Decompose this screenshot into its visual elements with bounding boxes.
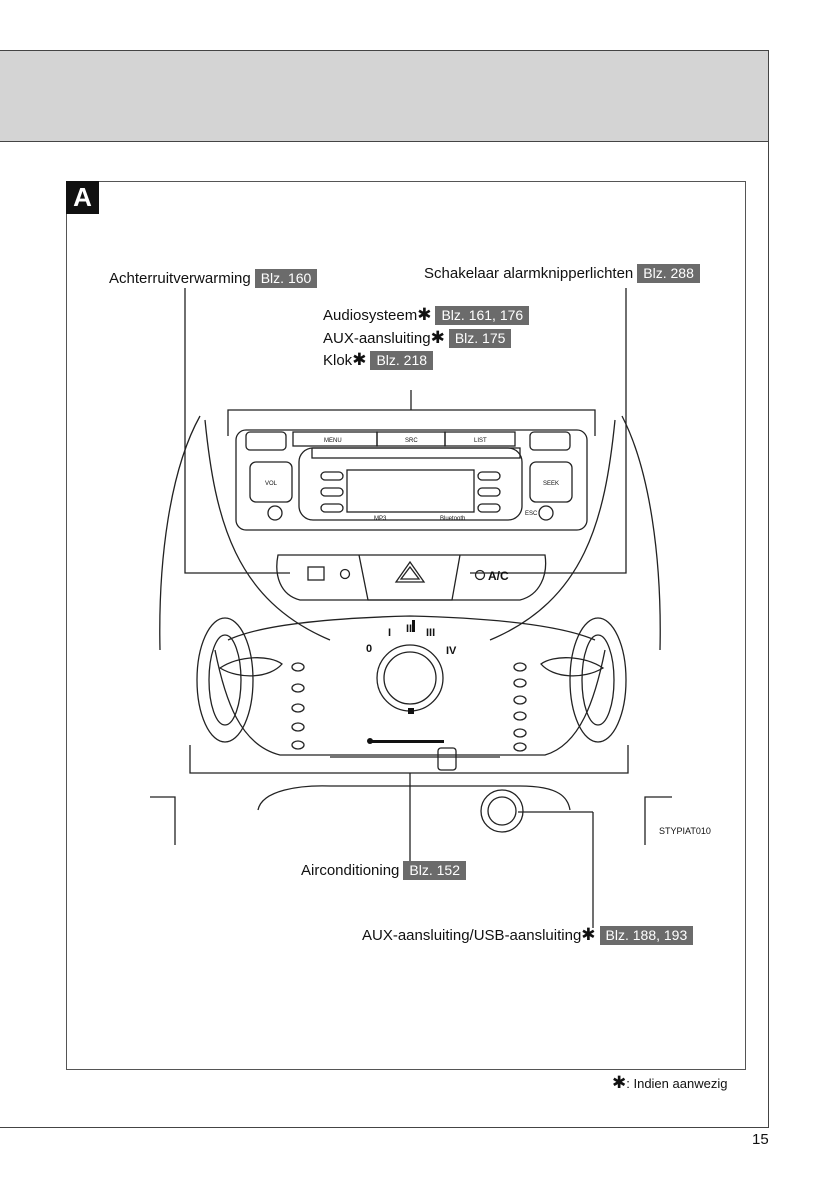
label-aux-usb-port-text: AUX-aansluiting/USB-aansluiting <box>362 927 582 944</box>
right-rule <box>768 50 769 1128</box>
seek-label: SEEK <box>543 481 559 487</box>
figure-frame <box>66 181 746 1070</box>
label-audio-system: Audiosysteem✱Blz. 161, 176 <box>323 305 530 325</box>
ac-button-label: A/C <box>488 569 509 583</box>
fan-speed-2: II <box>406 623 412 635</box>
page-ref-audio-system[interactable]: Blz. 161, 176 <box>435 306 530 325</box>
asterisk-icon: ✱ <box>352 350 367 369</box>
page-ref-air-conditioning[interactable]: Blz. 152 <box>403 861 466 880</box>
page-ref-hazard-switch[interactable]: Blz. 288 <box>637 264 700 283</box>
footnote: ✱: Indien aanwezig <box>612 1073 727 1093</box>
page-ref-aux-port[interactable]: Blz. 175 <box>448 329 512 348</box>
label-air-conditioning-text: Airconditioning <box>301 862 400 879</box>
bottom-rule <box>0 1127 769 1128</box>
header-band <box>0 50 769 142</box>
menu-button-label: MENU <box>324 438 342 444</box>
page-ref-aux-usb-port[interactable]: Blz. 188, 193 <box>599 926 694 945</box>
label-audio-system-text: Audiosysteem <box>323 307 418 324</box>
asterisk-icon: ✱ <box>417 305 432 324</box>
fan-speed-1: I <box>388 627 391 639</box>
mp3-label: MP3 <box>374 516 387 522</box>
image-code: STYPIAT010 <box>659 826 711 836</box>
label-aux-port-text: AUX-aansluiting <box>323 330 431 347</box>
src-button-label: SRC <box>405 438 418 444</box>
label-hazard-switch-text: Schakelaar alarmknipperlichten <box>424 265 634 282</box>
label-clock-text: Klok <box>323 352 353 369</box>
fan-speed-0: 0 <box>366 643 372 655</box>
list-button-label: LIST <box>474 438 487 444</box>
esc-label: ESC <box>525 511 538 517</box>
vol-label: VOL <box>265 481 278 487</box>
label-clock: Klok✱Blz. 218 <box>323 350 434 370</box>
label-aux-usb-port: AUX-aansluiting/USB-aansluiting✱Blz. 188… <box>362 925 694 945</box>
asterisk-icon: ✱ <box>581 925 596 944</box>
page-ref-clock[interactable]: Blz. 218 <box>370 351 434 370</box>
label-rear-defogger-text: Achterruitverwarming <box>109 270 251 287</box>
page-number: 15 <box>752 1131 769 1148</box>
footnote-text: : Indien aanwezig <box>626 1076 728 1091</box>
fan-speed-3: III <box>426 627 435 639</box>
label-aux-port: AUX-aansluiting✱Blz. 175 <box>323 328 512 348</box>
asterisk-icon: ✱ <box>612 1073 627 1092</box>
section-letter: A <box>66 181 99 214</box>
page-ref-rear-defogger[interactable]: Blz. 160 <box>254 269 318 288</box>
asterisk-icon: ✱ <box>430 328 445 347</box>
bluetooth-label: Bluetooth <box>440 516 465 522</box>
fan-speed-4: IV <box>446 645 457 657</box>
